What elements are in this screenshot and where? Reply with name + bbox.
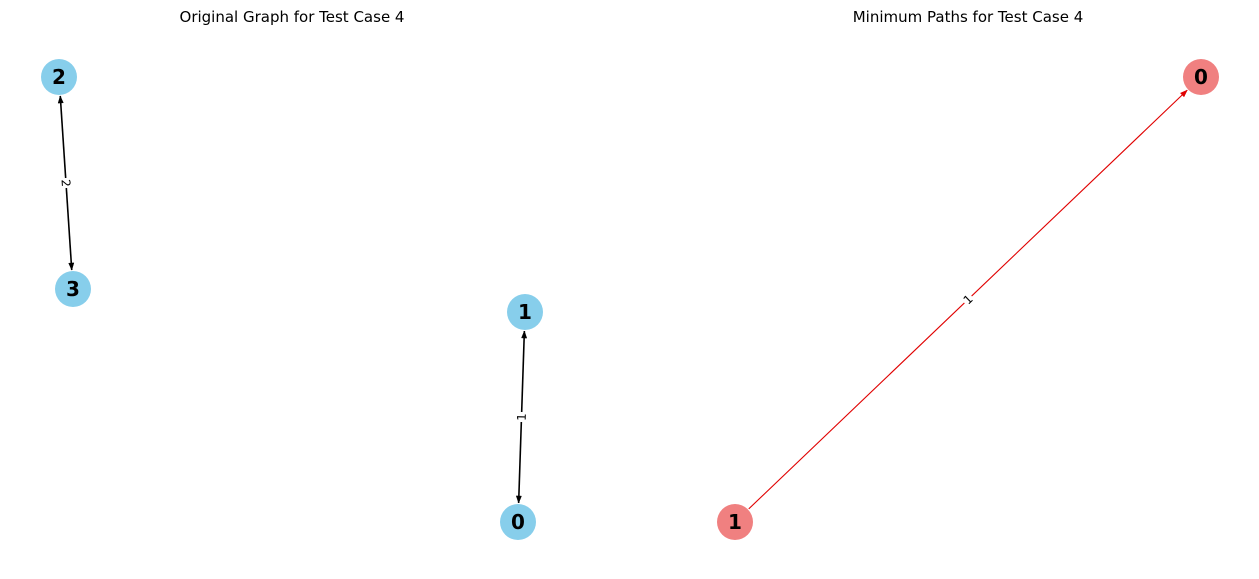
node-0: 0 bbox=[500, 504, 536, 540]
node-label: 3 bbox=[66, 277, 80, 301]
panel-title-minimum-paths: Minimum Paths for Test Case 4 bbox=[853, 8, 1084, 26]
panel-title-original: Original Graph for Test Case 4 bbox=[180, 8, 405, 26]
node-label: 1 bbox=[518, 300, 532, 324]
edges-minimum-paths: 1 bbox=[748, 89, 1188, 510]
node-circle bbox=[500, 504, 536, 540]
nodes-original: 2 3 1 0 bbox=[41, 59, 543, 540]
node-label: 2 bbox=[52, 65, 66, 89]
edge-2-3: 2 bbox=[57, 95, 75, 271]
edge-label: 2 bbox=[59, 177, 74, 189]
nodes-minimum-paths: 01 bbox=[717, 59, 1219, 540]
edge-label: 1 bbox=[514, 411, 529, 423]
edge-arrowhead bbox=[68, 262, 75, 271]
node-3: 3 bbox=[55, 271, 91, 307]
edge-label-text: 2 bbox=[59, 179, 73, 188]
edge-arrowhead bbox=[521, 330, 528, 339]
node-circle bbox=[1183, 59, 1219, 95]
node-circle bbox=[55, 271, 91, 307]
node-2: 2 bbox=[41, 59, 77, 95]
node-label: 0 bbox=[511, 510, 525, 534]
node-circle bbox=[717, 504, 753, 540]
node-circle bbox=[41, 59, 77, 95]
edge-arrowhead bbox=[515, 495, 522, 504]
edges-original: 21 bbox=[57, 95, 529, 504]
node-label: 0 bbox=[1194, 65, 1208, 89]
node-1: 1 bbox=[507, 294, 543, 330]
node-circle bbox=[507, 294, 543, 330]
edge-arrowhead bbox=[1179, 89, 1188, 98]
node-label: 1 bbox=[728, 510, 742, 534]
panel-minimum-paths: Minimum Paths for Test Case 4 1 01 bbox=[717, 8, 1219, 540]
edge-arrowhead bbox=[57, 95, 64, 104]
node-1: 1 bbox=[717, 504, 753, 540]
edge-1-0: 1 bbox=[748, 89, 1188, 510]
node-0: 0 bbox=[1183, 59, 1219, 95]
edge-0-1: 1 bbox=[514, 330, 529, 504]
edge-label-text: 1 bbox=[515, 413, 529, 421]
